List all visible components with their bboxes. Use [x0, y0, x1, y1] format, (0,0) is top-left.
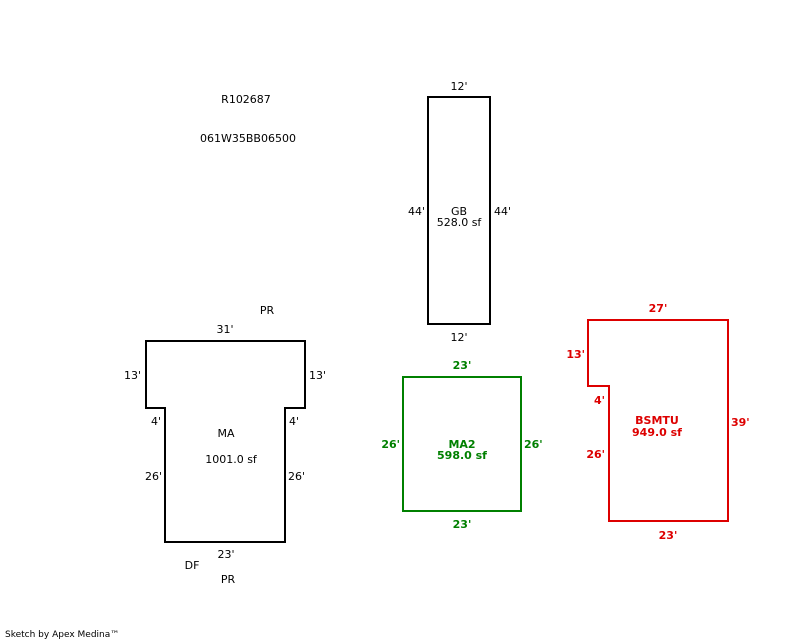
shape-bsmtu: 27' 13' 4' BSMTU 949.0 sf 39' 26' 23': [566, 302, 749, 542]
gb-dim-left: 44': [408, 205, 425, 218]
bsmtu-dim-left-lower: 26': [586, 448, 605, 461]
ma2-outline: [402, 376, 522, 512]
gb-dim-right: 44': [494, 205, 511, 218]
gb-dim-bottom: 12': [450, 331, 467, 344]
shape-ma2: 23' 23' 26' 26' MA2 598.0 sf: [381, 359, 542, 531]
shape-ma: PR 31' 13' 13' 4' 4' MA 1001.0 sf 26' 26…: [124, 304, 326, 586]
ma-note-bottom: PR: [221, 573, 236, 586]
gb-area: 528.0 sf: [437, 216, 483, 229]
ma-dim-left-step: 4': [151, 415, 161, 428]
bsmtu-dim-left-upper: 13': [566, 348, 585, 361]
bsmtu-label: BSMTU: [635, 414, 679, 427]
ma2-area: 598.0 sf: [437, 449, 487, 462]
ma-outline: [145, 340, 306, 543]
ma-dim-left-lower: 26': [145, 470, 162, 483]
bsmtu-dim-step: 4': [594, 394, 605, 407]
ma-dim-left-upper: 13': [124, 369, 141, 382]
bsmtu-dim-bottom: 23': [659, 529, 678, 542]
gb-outline: [427, 96, 491, 325]
ma-area: 1001.0 sf: [205, 453, 258, 466]
ma-note-bottom-left: DF: [185, 559, 200, 572]
bsmtu-dim-right: 39': [731, 416, 750, 429]
bsmtu-outline: [587, 319, 729, 522]
gb-dim-top: 12': [450, 80, 467, 93]
bsmtu-area: 949.0 sf: [632, 426, 682, 439]
ma2-dim-left: 26': [381, 438, 400, 451]
ma-dim-right-step: 4': [289, 415, 299, 428]
ma2-label: MA2: [448, 438, 475, 451]
ma-dim-top: 31': [216, 323, 233, 336]
ma-dim-right-lower: 26': [288, 470, 305, 483]
bsmtu-dim-top: 27': [649, 302, 668, 315]
ma-label: MA: [217, 427, 234, 440]
ma2-dim-top: 23': [453, 359, 472, 372]
ma-dim-bottom: 23': [217, 548, 234, 561]
map-tax-lot: 061W35BB06500: [200, 132, 296, 145]
ma2-dim-right: 26': [524, 438, 543, 451]
footer-credit: Sketch by Apex Medina™: [5, 630, 119, 640]
parcel-id: R102687: [221, 93, 271, 106]
ma-note-top: PR: [260, 304, 275, 317]
ma-dim-right-upper: 13': [309, 369, 326, 382]
gb-label: GB: [451, 205, 467, 218]
shape-gb: 12' 12' 44' 44' GB 528.0 sf: [408, 80, 511, 344]
ma2-dim-bottom: 23': [453, 518, 472, 531]
